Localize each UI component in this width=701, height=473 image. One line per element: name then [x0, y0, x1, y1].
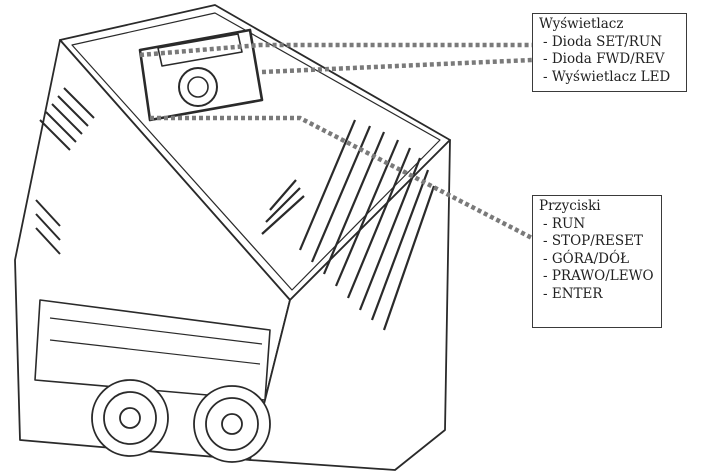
- display-callout-title: Wyświetlacz: [539, 16, 624, 32]
- display-callout-item: - Wyświetlacz LED: [543, 68, 671, 85]
- display-callout-item: - Dioda FWD/REV: [543, 51, 665, 67]
- display-leader-line: [139, 42, 532, 58]
- buttons-callout-item: - STOP/RESET: [543, 233, 643, 249]
- left-vent-slots: [35, 87, 95, 255]
- led-display: [157, 33, 243, 67]
- display-callout-item: - Dioda SET/RUN: [543, 33, 663, 50]
- buttons-leader-line: [150, 115, 534, 240]
- front-panel: [34, 299, 271, 401]
- buttons-callout-item: - ENTER: [543, 285, 603, 302]
- buttons-callout: Przyciski - RUN - STOP/RESET - GÓRA/DÓŁ …: [532, 195, 662, 328]
- cooling-fan-right: [193, 385, 271, 463]
- buttons-callout-item: - PRAWO/LEWO: [543, 268, 654, 284]
- buttons-callout-item: - GÓRA/DÓŁ: [543, 250, 630, 267]
- buttons-callout-title: Przyciski: [539, 198, 601, 214]
- display-leader-line-lower: [261, 57, 533, 75]
- cooling-fan-left: [91, 379, 169, 457]
- display-callout: Wyświetlacz - Dioda SET/RUN - Dioda FWD/…: [532, 13, 687, 92]
- buttons-callout-item: - RUN: [543, 215, 586, 232]
